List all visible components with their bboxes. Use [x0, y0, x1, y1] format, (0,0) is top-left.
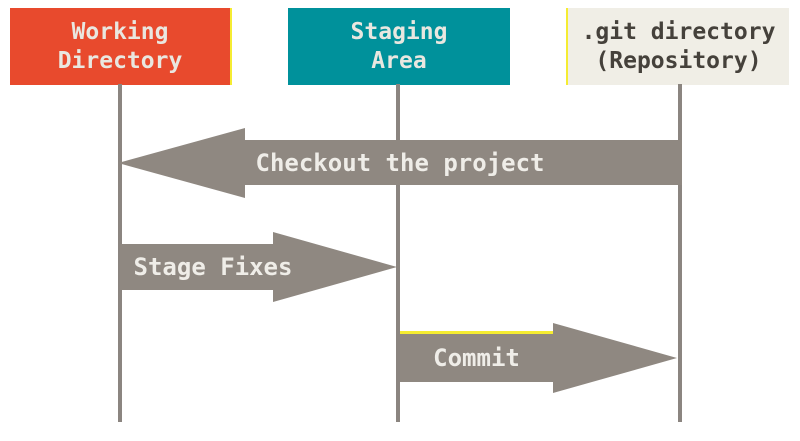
box-git-directory: .git directory (Repository) [566, 8, 789, 85]
arrow-checkout-label: Checkout the project [255, 148, 545, 177]
box-staging-area: Staging Area [288, 8, 510, 85]
box-working-directory: Working Directory [10, 8, 232, 85]
arrow-stage-fixes-label: Stage Fixes [133, 253, 293, 281]
arrowhead-right-icon [273, 232, 397, 302]
arrow-checkout-body [245, 140, 682, 185]
arrowhead-left-icon [118, 128, 245, 198]
box-staging-area-label: Staging Area [350, 18, 448, 74]
arrowhead-right-icon [553, 323, 677, 393]
arrow-commit-label: Commit [433, 344, 520, 372]
arrow-commit-body [400, 331, 553, 382]
box-working-directory-label: Working Directory [57, 18, 183, 74]
lifeline-staging-area [396, 84, 400, 422]
box-git-directory-label: .git directory (Repository) [581, 18, 776, 74]
arrow-stage-fixes-body [120, 244, 273, 290]
lifeline-git-directory [678, 84, 682, 422]
